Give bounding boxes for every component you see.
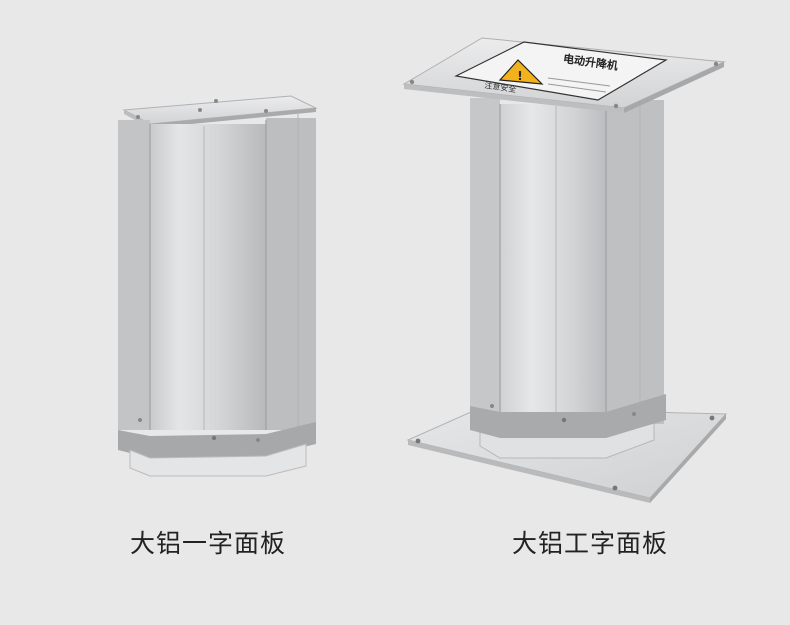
caption-right: 大铝工字面板 <box>512 529 669 558</box>
right-lift-column: ! 电动升降机 注意安全 <box>402 37 728 503</box>
svg-text:!: ! <box>517 69 522 83</box>
warning-triangle-icon <box>498 59 544 85</box>
left-lift-column <box>118 95 318 477</box>
caption-left: 大铝一字面板 <box>130 529 287 558</box>
warning-label: ! 电动升降机 注意安全 <box>454 41 668 101</box>
warning-label-footer: 注意安全 <box>484 80 517 94</box>
